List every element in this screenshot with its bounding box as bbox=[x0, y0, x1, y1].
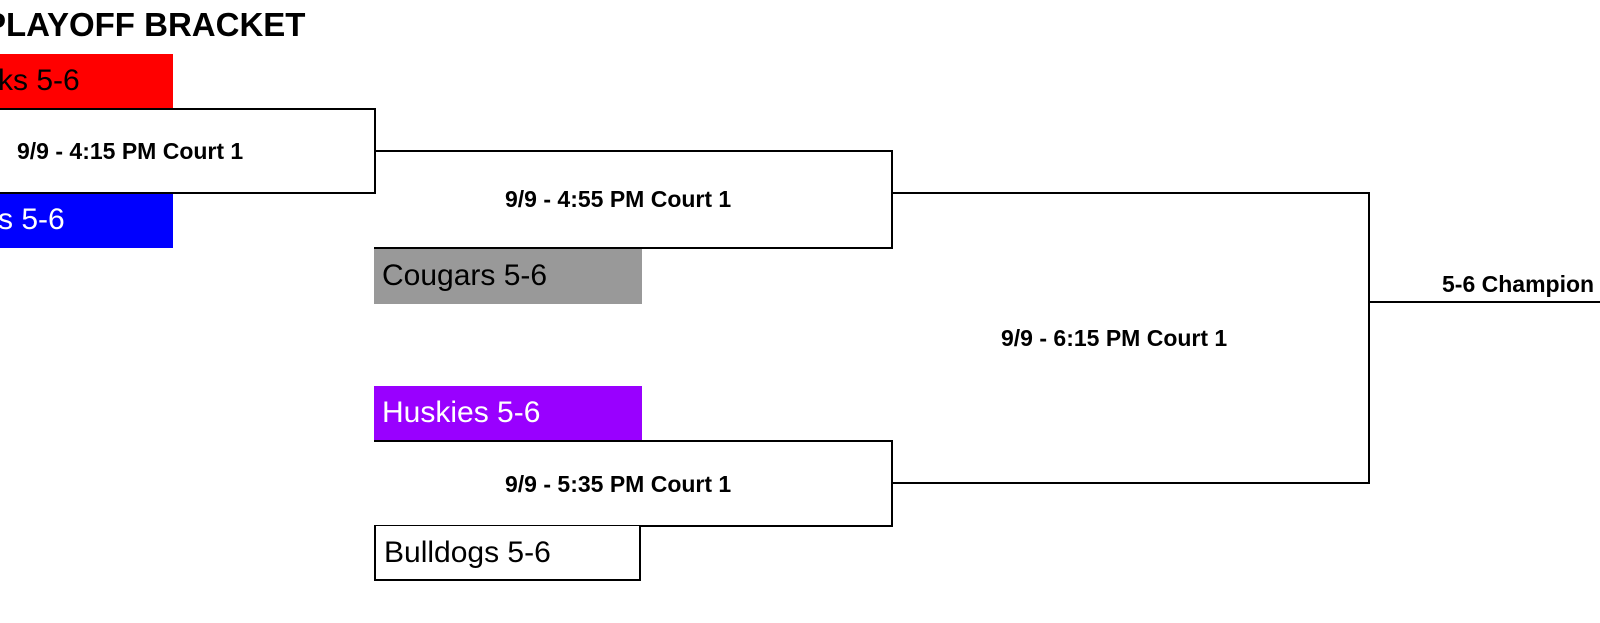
team-label-bulldogs: Bulldogs 5-6 bbox=[384, 536, 551, 569]
game2-label: 9/9 - 4:55 PM Court 1 bbox=[505, 186, 732, 212]
champion-label: 5-6 Champion bbox=[1442, 271, 1595, 297]
final-top-line bbox=[891, 192, 1370, 194]
final-game-label: 9/9 - 6:15 PM Court 1 bbox=[1001, 325, 1228, 351]
final-right-line bbox=[1368, 192, 1370, 484]
team-label-cougars: Cougars 5-6 bbox=[382, 259, 548, 292]
game1-bottom-line bbox=[0, 192, 376, 194]
game2-bottom-line bbox=[374, 247, 893, 249]
team-slot-r1-top: ks 5-6 bbox=[0, 54, 173, 108]
game2-top-line bbox=[374, 150, 893, 152]
team-slot-cougars: Cougars 5-6 bbox=[374, 249, 642, 304]
team-slot-r1-bottom: s 5-6 bbox=[0, 193, 173, 248]
bracket-title: PLAYOFF BRACKET bbox=[0, 6, 306, 43]
team-slot-huskies: Huskies 5-6 bbox=[374, 386, 642, 441]
final-bottom-line bbox=[891, 482, 1370, 484]
game2-right-line bbox=[891, 150, 893, 249]
game1-label: 9/9 - 4:15 PM Court 1 bbox=[17, 138, 244, 164]
champion-line bbox=[1368, 301, 1600, 303]
team-label-r1-bottom: s 5-6 bbox=[0, 203, 65, 236]
game3-top-line bbox=[374, 440, 893, 442]
team-label-r1-top: ks 5-6 bbox=[0, 64, 80, 97]
team-slot-bulldogs: Bulldogs 5-6 bbox=[374, 526, 641, 581]
game3-label: 9/9 - 5:35 PM Court 1 bbox=[505, 471, 732, 497]
game1-top-line bbox=[0, 108, 376, 110]
team-label-huskies: Huskies 5-6 bbox=[382, 396, 541, 429]
